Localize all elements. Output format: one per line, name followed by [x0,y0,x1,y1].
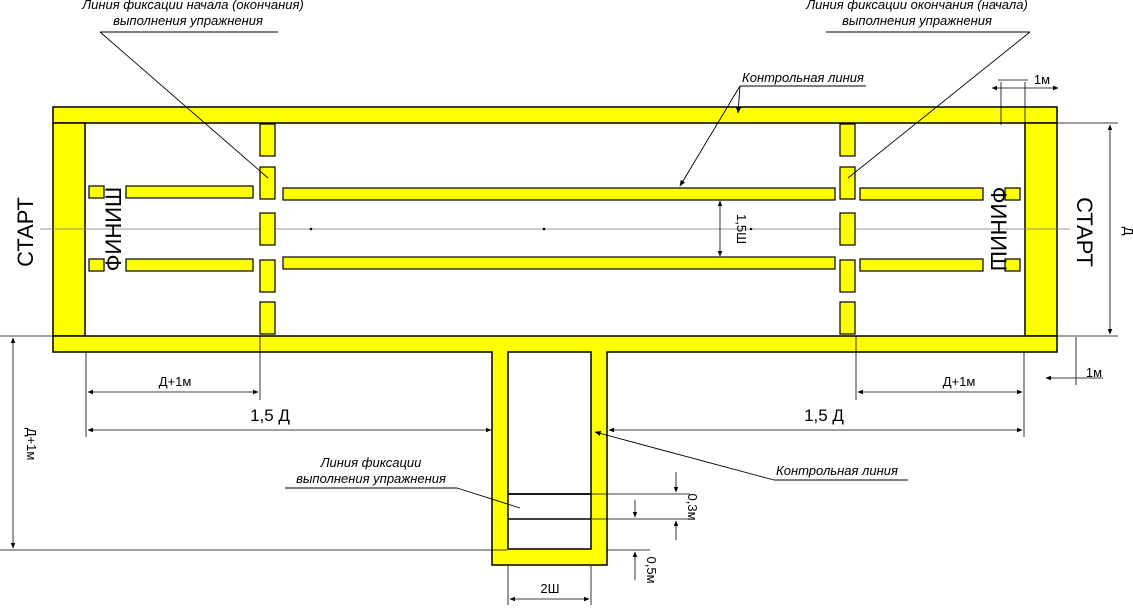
fix-bottom-label-1: Линия фиксации [320,455,422,470]
dim-d-right: Д [1121,227,1133,236]
fix-start-label-1: Линия фиксации начала (окончания) [81,0,304,12]
dim-15d-right: 1,5 Д [804,406,844,425]
fix-end-label-2: выполнения упражнения [842,13,992,28]
dim-2sh: 2Ш [540,581,559,596]
dim-15d-left: 1,5 Д [250,406,290,425]
start-label-right: СТАРТ [1072,197,1097,267]
dim-d1m-left: Д+1м [24,428,39,461]
dim-15sh: 1,5Ш [734,214,749,244]
control-line-label-bottom: Контрольная линия [776,463,898,478]
area-outline [52,106,1058,566]
dim-d1m-left-h: Д+1м [159,374,192,389]
fix-end-label-1: Линия фиксации окончания (начала) [805,0,1028,12]
left-end-stripe [52,122,86,337]
start-label-left: СТАРТ [13,197,38,267]
stem-inner [507,351,592,550]
dim-1m-top: 1м [1034,72,1050,87]
finish-label-left: ФИНИШ [101,187,126,271]
fix-bottom-label-2: выполнения упражнения [296,471,446,486]
corridor-lines [88,185,1021,272]
right-fix-dashes [839,123,856,335]
dim-d1m-right-h: Д+1м [943,374,976,389]
top-stripe [52,106,1058,124]
dim-05m: 0,5м [644,556,659,583]
finish-label-right: ФИНИШ [986,187,1011,271]
dim-1m-bottom: 1м [1086,365,1102,380]
left-fix-dashes [259,123,276,335]
control-line-label-top: Контрольная линия [742,70,864,85]
dim-03m: 0,3м [685,493,700,520]
right-end-stripe [1024,122,1058,337]
fix-start-label-2: выполнения упражнения [113,13,263,28]
